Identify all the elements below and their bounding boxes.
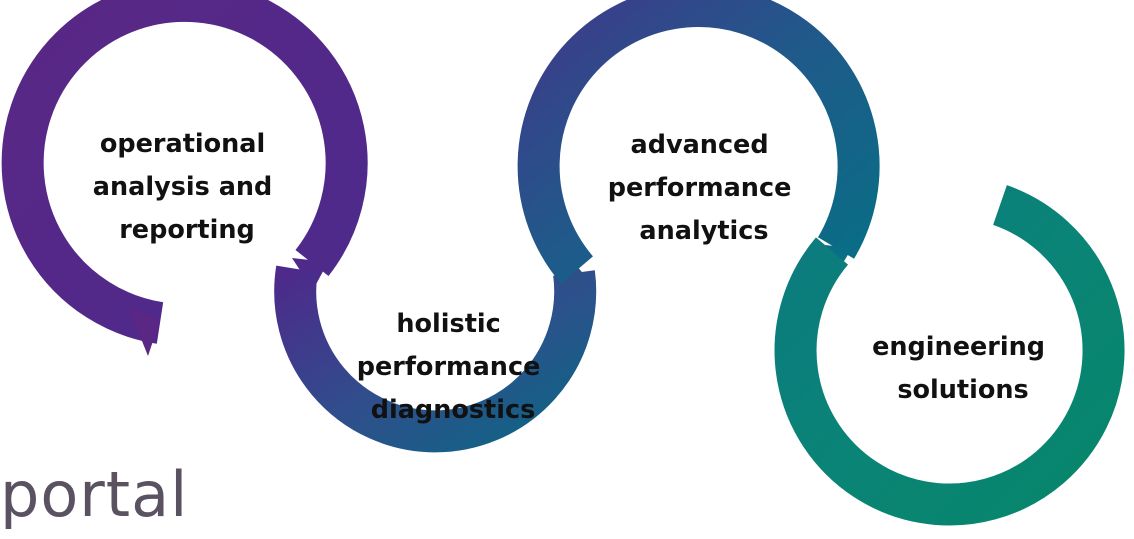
portal-brand-text: portal — [0, 458, 189, 531]
stage-2-line-3: diagnostics — [371, 395, 536, 425]
stage-1-line-3: reporting — [119, 215, 255, 245]
stage-2-label: holistic performance diagnostics — [357, 309, 550, 425]
stage-2-ring — [274, 265, 597, 453]
stage-3-line-1: advanced — [631, 130, 769, 160]
stage-1-line-1: operational — [100, 129, 265, 159]
stage-4-line-1: engineering — [872, 332, 1045, 362]
stage-4-ring — [774, 185, 1125, 526]
stage-3-line-2: performance — [608, 173, 792, 203]
stage-2-line-1: holistic — [396, 309, 500, 339]
stage-1-label: operational analysis and reporting — [93, 129, 281, 245]
stage-2-line-2: performance — [357, 352, 541, 382]
stage-1-ring — [1, 0, 368, 344]
stage-3-ring — [517, 0, 880, 284]
stage-3-label: advanced performance analytics — [608, 130, 801, 246]
stage-3-line-3: analytics — [639, 216, 768, 246]
stage-4-label: engineering solutions — [872, 332, 1054, 405]
stage-4-line-2: solutions — [897, 375, 1028, 405]
stage-1-tail — [128, 306, 160, 356]
stage-1-line-2: analysis and — [93, 172, 273, 202]
